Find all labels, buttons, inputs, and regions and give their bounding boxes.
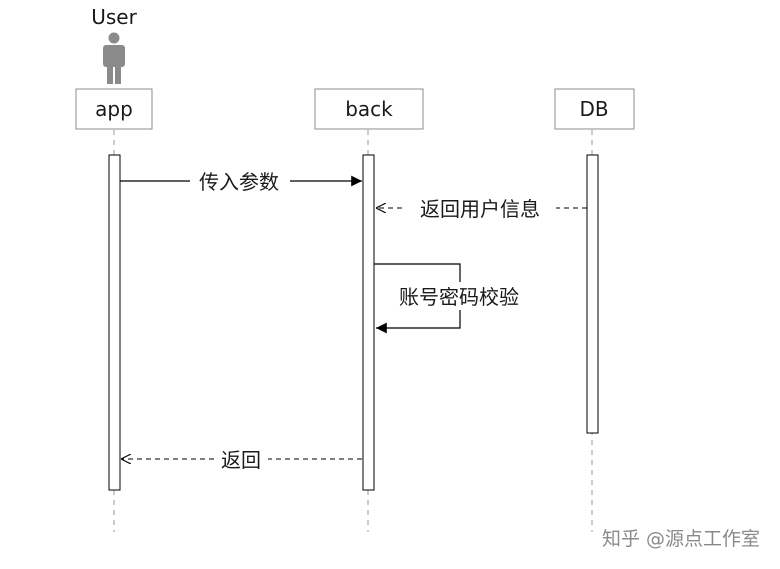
message-2-label: 返回用户信息	[420, 197, 540, 221]
message-3: 账号密码校验	[374, 263, 534, 334]
participant-back: back	[314, 88, 424, 130]
participant-db: DB	[554, 88, 635, 130]
participant-back-label: back	[345, 97, 393, 121]
activation-back	[362, 154, 375, 491]
message-1-label: 传入参数	[199, 170, 279, 194]
activation-db	[586, 154, 599, 434]
participant-app: app	[75, 88, 153, 130]
participant-db-label: DB	[579, 97, 608, 121]
person-icon	[103, 32, 125, 84]
message-4: 返回	[121, 448, 362, 472]
actor-label: User	[91, 5, 137, 29]
watermark-text: 知乎 @源点工作室	[602, 528, 760, 550]
message-4-label: 返回	[221, 448, 261, 472]
activation-app	[108, 154, 121, 491]
message-1: 传入参数	[120, 170, 362, 194]
participant-app-label: app	[95, 97, 133, 121]
message-3-label: 账号密码校验	[399, 285, 519, 309]
message-2: 返回用户信息	[376, 197, 587, 221]
